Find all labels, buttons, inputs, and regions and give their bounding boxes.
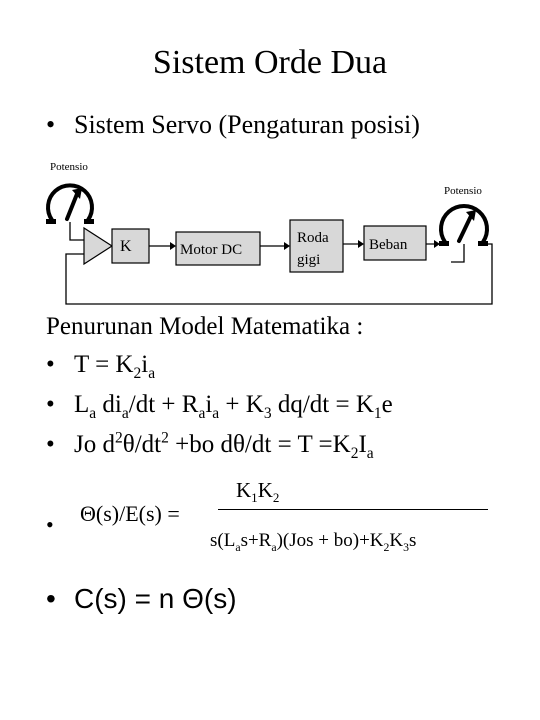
eq3-sub: 2	[350, 445, 359, 462]
fraction-bar	[218, 509, 488, 510]
eq4-num-text: K	[257, 478, 273, 502]
eq3-sup: 2	[161, 429, 169, 447]
eq2-text: dq/dt = K	[271, 391, 374, 418]
eq3-text: +bo dθ/dt = T =K	[168, 431, 351, 458]
eq4-den-sub: a	[271, 540, 277, 554]
eq1-text: i	[141, 351, 149, 378]
block-motor-dc	[175, 231, 261, 266]
equation-4-bullet: •	[46, 512, 54, 537]
eq4-den-text: s+R	[240, 530, 272, 551]
eq4-den-text: )(Jos + bo)+K	[276, 530, 384, 551]
eq2-sub: a	[89, 405, 97, 422]
eq2-text: + K	[219, 391, 264, 418]
arrowhead-motor-roda	[284, 242, 290, 250]
equation-1: • T = K2ia	[46, 351, 156, 382]
eq1-sub: a	[148, 365, 156, 382]
potensio-left-icon	[46, 183, 94, 224]
potensio-right-label: Potensio	[444, 185, 482, 197]
block-beban	[363, 225, 427, 261]
equation-3: •Jo d2θ/dt2 +bo dθ/dt = T =K2Ia	[46, 429, 374, 462]
eq2-text: /dt + R	[128, 391, 199, 418]
bullet-glyph: •	[46, 583, 56, 614]
bullet-glyph: •	[46, 431, 55, 458]
eq3-text: θ/dt	[122, 431, 162, 458]
eq2-sub: a	[198, 405, 206, 422]
equation-4-denominator: s(Las+Ra)(Jos + bo)+K2K3s	[210, 530, 417, 554]
arrowhead-roda-beban	[358, 240, 364, 248]
eq1-text: T = K	[74, 351, 134, 378]
equation-5: • C(s) = n Θ(s)	[46, 583, 237, 615]
eq2-sub: 1	[373, 405, 382, 422]
eq5-text: C(s) = n Θ(s)	[74, 583, 237, 614]
eq1-sub: 2	[133, 365, 142, 382]
block-k-label: K	[120, 238, 132, 255]
equation-4-lhs: Θ(s)/E(s) =	[80, 501, 180, 526]
eq4-den-sub: 3	[403, 540, 410, 554]
eq2-sub: a	[212, 405, 220, 422]
servo-text: Sistem Servo (Pengaturan posisi)	[74, 110, 420, 139]
eq4-num-sub: 1	[251, 490, 258, 506]
servo-bullet: • Sistem Servo (Pengaturan posisi)	[46, 110, 420, 140]
eq2-text: di	[96, 391, 122, 418]
bullet-glyph: •	[46, 110, 56, 139]
eq3-text: Jo d	[74, 431, 115, 458]
eq4-num-text: K	[236, 478, 252, 502]
bullet-glyph: •	[46, 351, 55, 378]
bullet-glyph: •	[46, 391, 55, 418]
block-motor-label: Motor DC	[180, 242, 242, 258]
block-roda-gigi	[289, 219, 344, 273]
eq4-den-sub: 2	[383, 540, 390, 554]
eq4-den-text: s(L	[210, 530, 236, 551]
amplifier-triangle	[83, 226, 114, 266]
arrowhead-k-motor	[170, 242, 176, 250]
model-heading: Penurunan Model Matematika :	[46, 313, 364, 340]
block-roda-label-2: gigi	[297, 252, 320, 268]
eq4-den-text: s	[409, 530, 417, 551]
eq3-sub: a	[366, 445, 374, 462]
potensio-left-label: Potensio	[50, 161, 88, 173]
eq3-sup: 2	[114, 429, 123, 447]
diagram-wiring	[65, 222, 493, 305]
eq2-text: L	[74, 391, 90, 418]
eq2-sub: 3	[263, 405, 272, 422]
arrowhead-beban-potensio	[434, 240, 440, 248]
equation-4-numerator: K1K2	[236, 478, 280, 506]
equation-2: •La dia/dt + Raia + K3 dq/dt = K1e	[46, 391, 393, 422]
eq4-den-sub: a	[235, 540, 241, 554]
page-title: Sistem Orde Dua	[152, 44, 388, 81]
eq2-text: i	[205, 391, 213, 418]
eq3-text: I	[358, 431, 367, 458]
potensio-right-icon	[439, 204, 489, 246]
eq2-text: e	[381, 391, 393, 418]
block-beban-label: Beban	[369, 237, 408, 253]
eq4-den-text: K	[389, 530, 404, 551]
block-roda-label-1: Roda	[297, 230, 329, 246]
eq2-sub: a	[121, 405, 129, 422]
eq4-num-sub: 2	[272, 490, 280, 506]
